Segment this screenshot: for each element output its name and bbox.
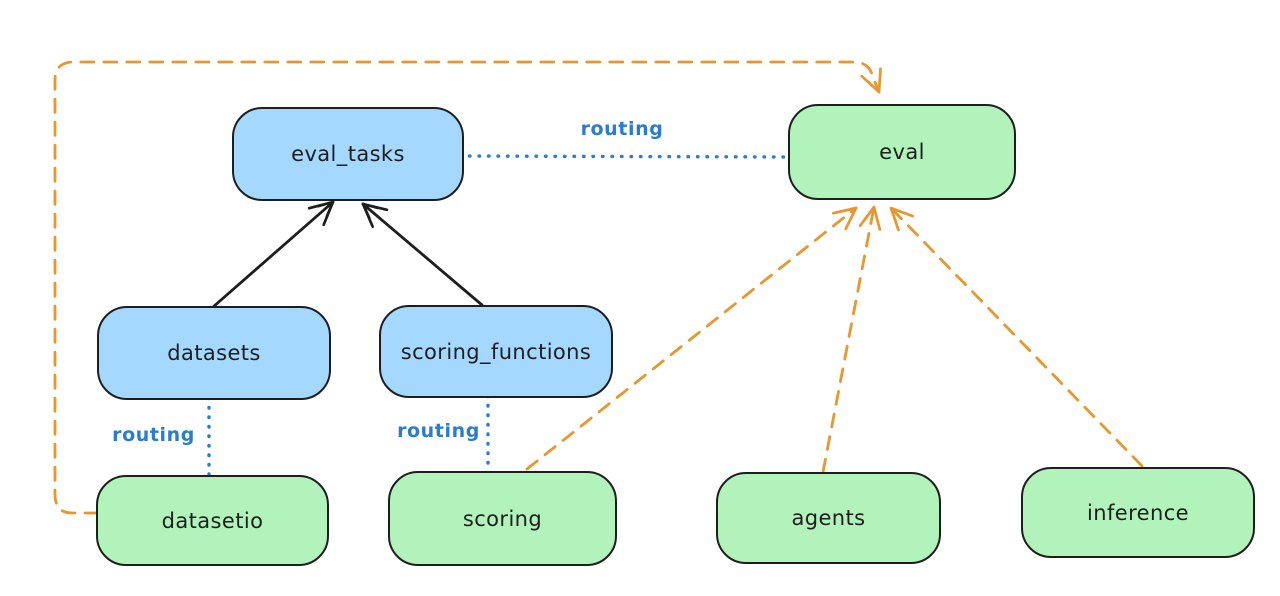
node-eval: eval — [788, 104, 1016, 200]
node-datasets-label: datasets — [167, 341, 261, 365]
node-scoring-functions-label: scoring_functions — [400, 339, 592, 364]
node-scoring-label: scoring — [462, 506, 543, 531]
edge-label-datasets-datasetio-routing: routing — [112, 424, 195, 446]
node-datasetio: datasetio — [96, 475, 329, 566]
node-datasets: datasets — [97, 306, 331, 400]
edge-datasetio-to-eval-arrow — [53, 60, 882, 515]
edge-label-eval-tasks-eval-routing: routing — [580, 118, 664, 140]
node-eval-label: eval — [879, 140, 925, 164]
edge-label-scoring-functions-scoring-routing: routing — [397, 420, 480, 442]
node-inference-label: inference — [1087, 500, 1189, 525]
node-eval-tasks: eval_tasks — [232, 107, 464, 201]
node-agents-label: agents — [791, 506, 866, 530]
edge-inference-to-eval-arrow — [889, 206, 1144, 468]
edge-datasets-to-eval-tasks-arrow — [211, 200, 335, 309]
edge-eval-tasks-to-eval-line — [458, 154, 794, 159]
node-scoring: scoring — [388, 471, 617, 566]
node-datasetio-label: datasetio — [161, 508, 264, 533]
edge-agents-to-eval-arrow — [821, 205, 882, 474]
node-agents: agents — [716, 472, 941, 564]
node-scoring-functions: scoring_functions — [379, 305, 613, 398]
node-eval-tasks-label: eval_tasks — [291, 142, 405, 166]
edge-scoring-to-eval-arrow — [525, 206, 858, 471]
edge-scoring-functions-to-eval-tasks-arrow — [361, 202, 484, 307]
node-inference: inference — [1021, 467, 1255, 558]
